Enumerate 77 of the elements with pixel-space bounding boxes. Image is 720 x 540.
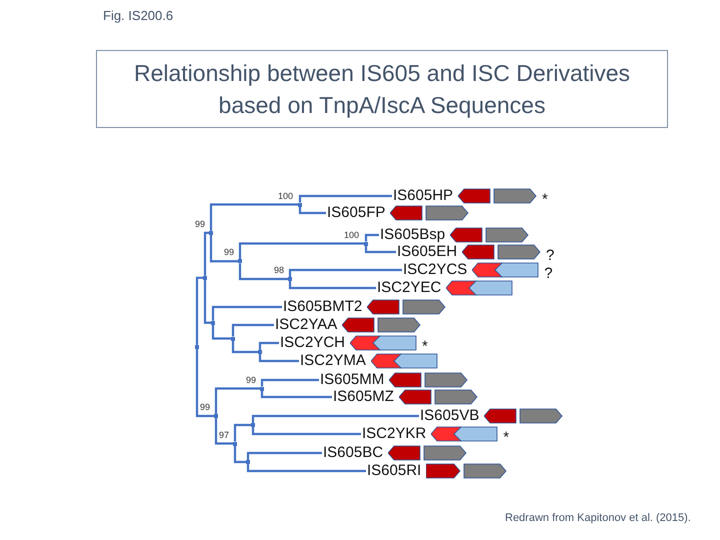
branch-node xyxy=(203,276,207,280)
title: Relationship between IS605 and ISC Derivatives based on TnpA/IscA Sequences xyxy=(96,50,668,128)
taxon-label: ISC2YMA xyxy=(300,351,366,371)
bootstrap-value: 100 xyxy=(278,190,294,200)
branch-node xyxy=(246,460,250,464)
bootstrap-value: 98 xyxy=(274,265,284,275)
branch-node xyxy=(288,277,292,281)
branch-node xyxy=(260,386,264,390)
branch-node xyxy=(231,336,235,340)
tree-branch xyxy=(238,242,364,260)
note-mark: * xyxy=(503,431,510,445)
tree-branch xyxy=(258,354,299,362)
tree-branch xyxy=(238,263,288,280)
taxon-label: IS605BC xyxy=(323,443,384,463)
tree-branch xyxy=(364,234,379,242)
taxon-label: IS605Bsp xyxy=(380,225,446,245)
note-mark: * xyxy=(542,193,548,207)
bootstrap-value: 99 xyxy=(246,374,256,384)
bootstrap-value: 99 xyxy=(200,402,210,412)
tree-branch xyxy=(214,418,233,445)
tree-branch xyxy=(288,281,376,290)
tree-branch xyxy=(204,280,211,324)
tree-branch xyxy=(212,306,282,321)
figure-number: Fig. IS200.6 xyxy=(103,8,174,23)
tree-branch xyxy=(252,427,361,436)
tree-branch xyxy=(258,342,279,350)
tree-branch xyxy=(364,246,396,254)
tree-branch xyxy=(260,390,332,398)
taxon-label: ISC2YKR xyxy=(362,424,426,444)
taxon-label: IS605MZ xyxy=(333,387,394,407)
taxon-label: IS605FP xyxy=(327,203,386,223)
branch-node xyxy=(251,423,255,427)
source-note: Redrawn from Kapitonov et al. (2015). xyxy=(505,512,691,524)
taxon-label: IS605EH xyxy=(397,242,458,262)
taxon-label: IS605MM xyxy=(320,370,384,390)
taxon-label: ISC2YEC xyxy=(377,278,442,298)
bootstrap-value: 100 xyxy=(344,230,360,240)
branch-node xyxy=(195,344,199,349)
tree-branch xyxy=(212,324,231,340)
tree-branch xyxy=(246,464,366,472)
note-mark: ? xyxy=(546,249,554,263)
tree-branch xyxy=(288,268,402,277)
taxon-label: IS605HP xyxy=(393,186,454,206)
taxon-label: ISC2YCS xyxy=(403,260,468,280)
tree-branch xyxy=(232,340,258,354)
tree-branch xyxy=(232,324,274,336)
tree-branch xyxy=(210,203,298,231)
taxon-label: ISC2YCH xyxy=(280,333,346,353)
branch-node xyxy=(364,242,368,246)
tree-branch xyxy=(246,452,322,460)
tree-branch xyxy=(298,206,326,214)
taxon-label: IS605VB xyxy=(420,406,480,426)
tree-branch xyxy=(196,348,214,418)
taxon-label: ISC2YAA xyxy=(275,315,338,335)
branch-node xyxy=(298,202,302,206)
bootstrap-value: 99 xyxy=(224,247,234,258)
tree-branch xyxy=(196,276,203,345)
bootstrap-value: 97 xyxy=(219,430,230,440)
note-mark: * xyxy=(422,340,428,354)
taxon-label: IS605BMT2 xyxy=(283,297,362,317)
tree-branch xyxy=(298,194,392,202)
tree-branch xyxy=(260,378,319,386)
taxon-label: IS605RI xyxy=(367,461,422,481)
bootstrap-value: 99 xyxy=(195,218,206,229)
branch-node xyxy=(233,442,237,446)
branch-node xyxy=(209,230,213,235)
branch-node xyxy=(238,259,242,264)
tree-branch xyxy=(210,234,238,262)
branch-node xyxy=(211,320,215,325)
tree-branch xyxy=(204,232,209,276)
tree-branch xyxy=(252,414,419,423)
branch-node xyxy=(214,414,218,418)
tree-branch xyxy=(234,446,246,464)
tree-branch xyxy=(214,387,260,414)
branch-node xyxy=(258,350,262,354)
tree-branch xyxy=(234,424,251,442)
note-mark: ? xyxy=(544,267,553,281)
